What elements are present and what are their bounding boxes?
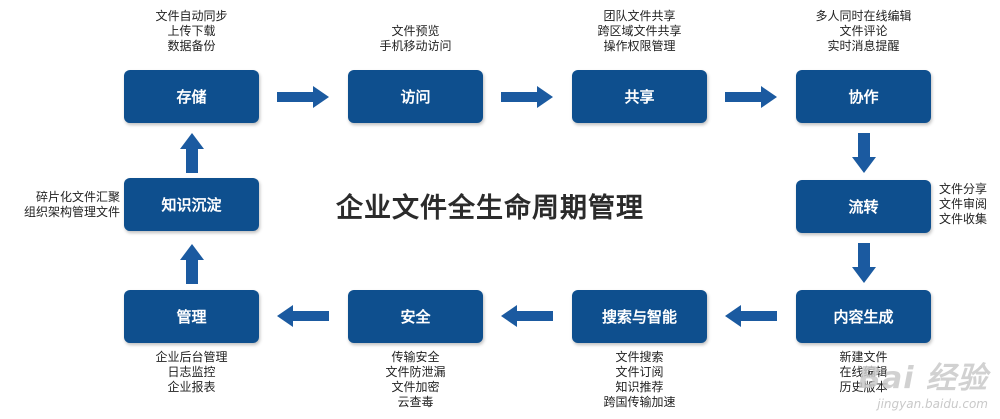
desc-line: 多人同时在线编辑: [815, 9, 912, 23]
desc-line: 知识推荐: [615, 380, 664, 394]
arrow-left-icon: [725, 305, 777, 327]
node-security-label: 安全: [400, 308, 431, 326]
desc-line: 文件预览: [391, 24, 440, 38]
node-manage-label: 管理: [176, 308, 207, 326]
desc-collab: 多人同时在线编辑 文件评论 实时消息提醒: [796, 9, 931, 54]
desc-line: 团队文件共享: [603, 9, 676, 23]
arrow-right-icon: [277, 86, 329, 108]
node-access-label: 访问: [400, 88, 431, 106]
arrow-down-icon: [852, 133, 876, 173]
node-access: 访问: [348, 70, 483, 123]
desc-line: 文件搜索: [615, 350, 664, 364]
desc-line: 跨国传输加速: [603, 395, 676, 409]
arrow-right-icon: [501, 86, 553, 108]
desc-line: 在线编辑: [839, 365, 888, 379]
watermark-main: Bai 经验: [858, 361, 988, 396]
node-storage: 存储: [124, 70, 259, 123]
arrow-right-icon: [725, 86, 777, 108]
desc-line: 碎片化文件汇聚: [35, 190, 120, 204]
desc-knowledge: 碎片化文件汇聚 组织架构管理文件: [2, 190, 120, 220]
desc-line: 文件收集: [939, 212, 988, 226]
desc-line: 文件评论: [839, 24, 888, 38]
arrow-up-icon: [180, 133, 204, 173]
desc-storage: 文件自动同步 上传下载 数据备份: [124, 9, 259, 54]
desc-line: 实时消息提醒: [827, 39, 900, 53]
node-share: 共享: [572, 70, 707, 123]
diagram-title: 企业文件全生命周期管理: [336, 193, 644, 224]
arrow-left-icon: [277, 305, 329, 327]
desc-line: 历史版本: [839, 380, 888, 394]
desc-search: 文件搜索 文件订阅 知识推荐 跨国传输加速: [572, 350, 707, 410]
desc-content: 新建文件 在线编辑 历史版本: [796, 350, 931, 395]
node-content-label: 内容生成: [833, 308, 894, 326]
node-search-label: 搜索与智能: [601, 308, 677, 326]
desc-line: 文件审阅: [939, 197, 988, 211]
desc-line: 文件加密: [391, 380, 440, 394]
node-manage: 管理: [124, 290, 259, 343]
desc-line: 传输安全: [391, 350, 440, 364]
desc-line: 文件防泄漏: [385, 365, 446, 379]
desc-line: 跨区域文件共享: [597, 24, 682, 38]
desc-line: 日志监控: [167, 365, 216, 379]
node-share-label: 共享: [624, 88, 655, 106]
node-knowledge-label: 知识沉淀: [161, 196, 222, 214]
desc-flow: 文件分享 文件审阅 文件收集: [939, 182, 999, 227]
desc-line: 云查毒: [397, 395, 434, 409]
desc-line: 企业报表: [167, 380, 216, 394]
arrow-down-icon: [852, 243, 876, 283]
desc-line: 文件自动同步: [155, 9, 228, 23]
desc-access: 文件预览 手机移动访问: [348, 24, 483, 54]
desc-line: 手机移动访问: [379, 39, 452, 53]
desc-line: 文件订阅: [615, 365, 664, 379]
baidu-watermark: Bai 经验 jingyan.baidu.com: [858, 353, 988, 411]
desc-line: 文件分享: [939, 182, 988, 196]
desc-line: 新建文件: [839, 350, 888, 364]
watermark-sub: jingyan.baidu.com: [877, 397, 988, 411]
arrow-up-icon: [180, 244, 204, 284]
desc-line: 组织架构管理文件: [23, 205, 120, 219]
node-flow-label: 流转: [848, 198, 879, 216]
desc-manage: 企业后台管理 日志监控 企业报表: [124, 350, 259, 395]
node-content: 内容生成: [796, 290, 931, 343]
node-flow: 流转: [796, 180, 931, 233]
node-search: 搜索与智能: [572, 290, 707, 343]
desc-security: 传输安全 文件防泄漏 文件加密 云查毒: [348, 350, 483, 410]
desc-share: 团队文件共享 跨区域文件共享 操作权限管理: [572, 9, 707, 54]
desc-line: 上传下载: [167, 24, 216, 38]
node-security: 安全: [348, 290, 483, 343]
desc-line: 企业后台管理: [155, 350, 228, 364]
node-collab: 协作: [796, 70, 931, 123]
desc-line: 操作权限管理: [603, 39, 676, 53]
arrow-left-icon: [501, 305, 553, 327]
node-knowledge: 知识沉淀: [124, 178, 259, 231]
node-storage-label: 存储: [176, 88, 207, 106]
desc-line: 数据备份: [167, 39, 216, 53]
node-collab-label: 协作: [848, 88, 879, 106]
